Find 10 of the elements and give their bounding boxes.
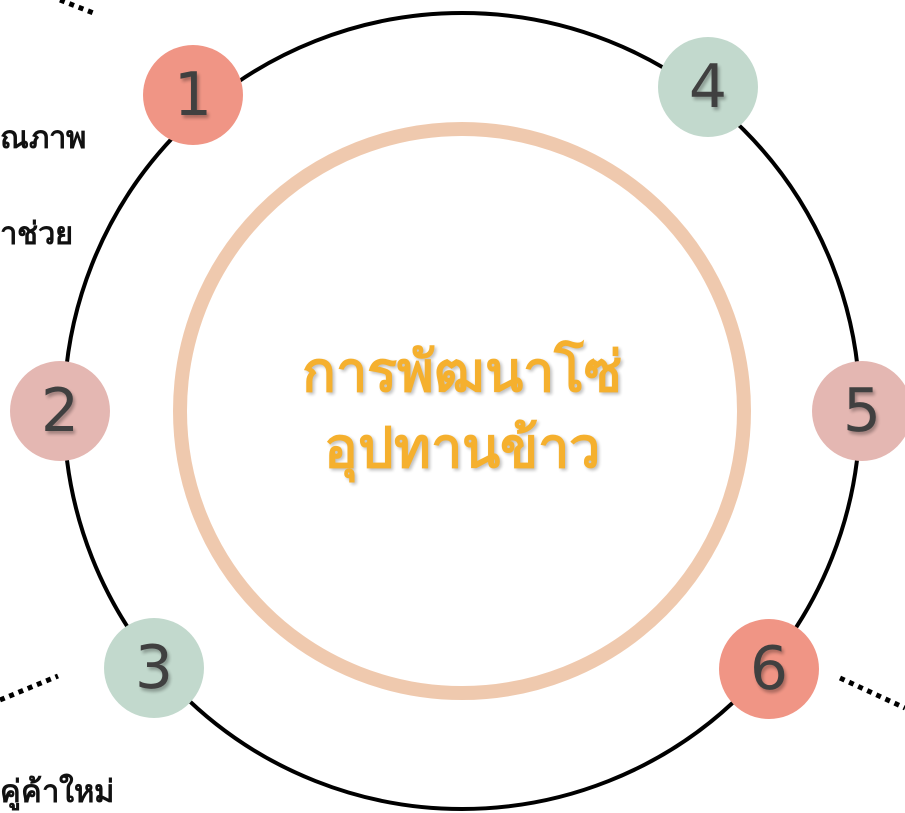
step-number: 4 — [688, 57, 728, 117]
step-number: 1 — [174, 65, 212, 125]
step-description: าช่วย — [0, 215, 73, 253]
step-description: คู่ค้าใหม่ — [0, 772, 114, 812]
step-number: 3 — [134, 638, 174, 698]
step-number: 6 — [750, 639, 788, 699]
step-number: 5 — [842, 381, 882, 441]
step-description: ณภาพ — [0, 119, 86, 157]
center-title: การพัฒนาโซ่อุปทานข้าว — [301, 338, 623, 484]
step-number: 2 — [40, 381, 80, 441]
